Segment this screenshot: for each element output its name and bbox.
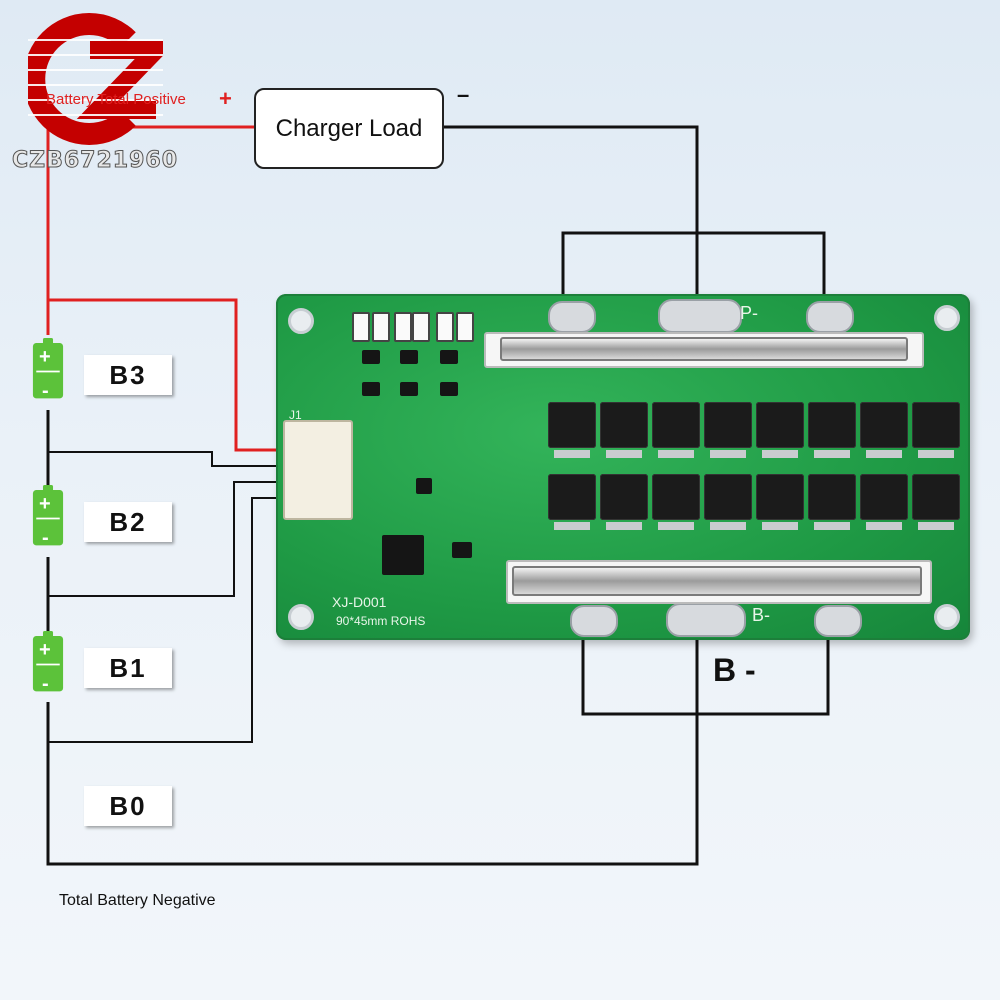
total-negative-wire [46, 702, 699, 866]
cell-label-b0: B0 [84, 786, 172, 826]
battery-icon [32, 485, 64, 546]
watermark-logo [28, 13, 163, 145]
mosfet [808, 474, 856, 530]
bus-bar-top [500, 337, 908, 361]
mosfet [704, 402, 752, 458]
cell-plus-symbol: + [39, 346, 51, 368]
mounting-hole [288, 604, 314, 630]
protection-ic [382, 535, 424, 575]
transistor [440, 382, 458, 396]
resistor [456, 312, 474, 342]
b-minus-loop [581, 636, 830, 716]
solder-pad [570, 605, 618, 637]
total-positive-word: Positive [133, 91, 186, 108]
total-positive-label: Battery Total Positive [46, 91, 186, 108]
transistor [362, 350, 380, 364]
mosfet [548, 474, 596, 530]
mosfet [756, 402, 804, 458]
minus-symbol: – [457, 82, 470, 107]
charger-load-box: Charger Load [254, 88, 444, 169]
battery-icon [32, 338, 64, 399]
mosfet [600, 402, 648, 458]
mounting-hole [288, 308, 314, 334]
sense-wire-b1 [48, 481, 286, 597]
mounting-hole [934, 604, 960, 630]
cell-plus-symbol: + [39, 639, 51, 661]
positive-wire-sense [48, 298, 286, 452]
p-minus-pad [658, 299, 742, 333]
p-minus-loop [561, 231, 826, 308]
cell-plus-symbol: + [39, 493, 51, 515]
mosfet [912, 474, 960, 530]
b-minus-silk: B- [752, 605, 770, 625]
mounting-hole [934, 305, 960, 331]
cell-minus-symbol: - [42, 380, 49, 402]
transistor [452, 542, 472, 558]
balance-connector [283, 420, 353, 520]
board-model: XJ-D001 [332, 594, 387, 610]
mosfet [756, 474, 804, 530]
transistor [362, 382, 380, 396]
mosfet [652, 402, 700, 458]
cell-label-b1: B1 [84, 648, 172, 688]
b-minus-label: B - [713, 652, 756, 688]
cell-label-b3: B3 [84, 355, 172, 395]
diode [416, 478, 432, 494]
mosfet [808, 402, 856, 458]
resistor [412, 312, 430, 342]
total-negative-label: Total Battery Negative [59, 892, 216, 909]
resistor [436, 312, 454, 342]
connector-label: J1 [289, 408, 302, 422]
plus-symbol: + [219, 86, 232, 111]
mosfet [860, 402, 908, 458]
resistor [352, 312, 370, 342]
cell-minus-symbol: - [42, 673, 49, 695]
mosfet [860, 474, 908, 530]
charger-negative-wire [440, 125, 699, 310]
sense-wire-b2 [48, 451, 286, 467]
p-minus-silk: P- [740, 303, 758, 323]
mosfet [704, 474, 752, 530]
cell-minus-symbol: - [42, 527, 49, 549]
mosfet [652, 474, 700, 530]
transistor [440, 350, 458, 364]
solder-pad [814, 605, 862, 637]
watermark-text: CZB6721960 [11, 148, 179, 174]
mosfet [548, 402, 596, 458]
sense-wire-b0 [48, 497, 286, 743]
resistor [394, 312, 412, 342]
mosfet [912, 402, 960, 458]
cell-label-b2: B2 [84, 502, 172, 542]
total-positive-prefix: Battery Total [46, 91, 134, 108]
solder-pad [806, 301, 854, 333]
solder-pad [548, 301, 596, 333]
battery-icon [32, 631, 64, 692]
bus-bar-bottom [512, 566, 922, 596]
resistor [372, 312, 390, 342]
mosfet [600, 474, 648, 530]
transistor [400, 382, 418, 396]
board-spec: 90*45mm ROHS [336, 614, 426, 628]
transistor [400, 350, 418, 364]
b-minus-pad [666, 603, 746, 637]
